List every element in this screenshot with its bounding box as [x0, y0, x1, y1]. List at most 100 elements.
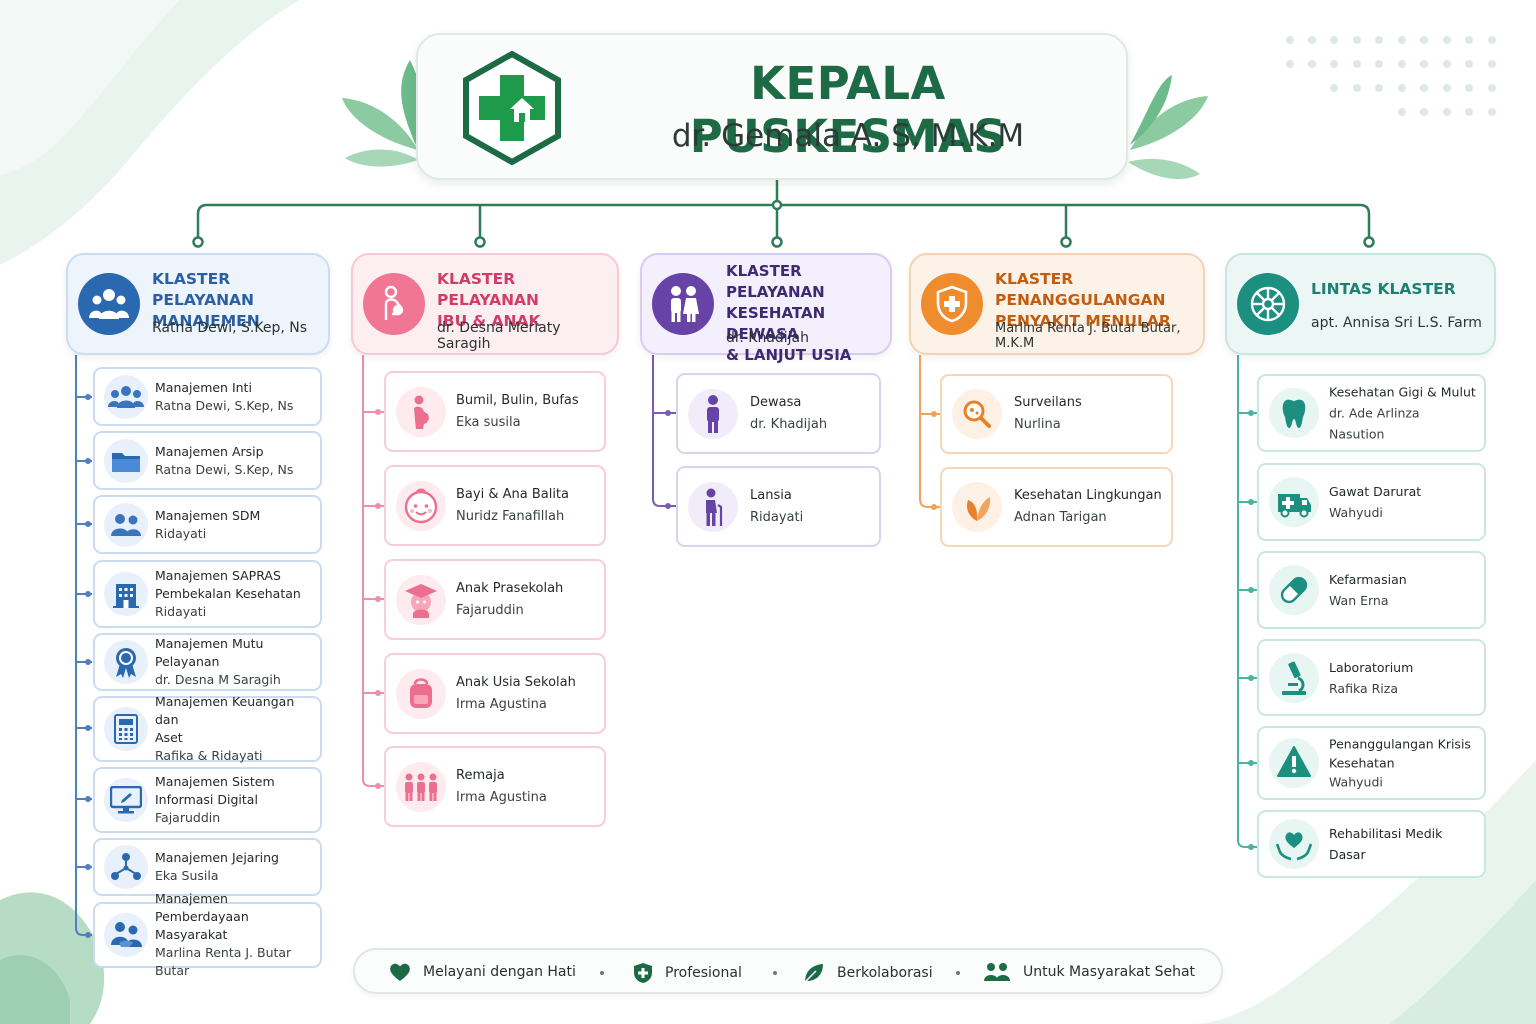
group-icon [104, 374, 148, 419]
community-icon [984, 963, 1010, 981]
cluster-ibu-anak[interactable]: KLASTER PELAYANAN IBU & ANAK dr. Desna M… [351, 253, 619, 355]
head-card: KEPALA PUSKESMAS dr. Gemala A. S, M.K.M [416, 33, 1128, 180]
wheel-icon [1237, 273, 1299, 335]
cluster-title: KLASTER PENANGGULANGAN PENYAKIT MENULAR [995, 270, 1171, 330]
item-title: Manajemen Pemberdayaan Masyarakat [155, 891, 249, 942]
cluster-person: Marlina Renta J. Butar Butar, M.K.M [995, 321, 1181, 351]
leaf-icon [951, 481, 1003, 533]
shield-cross-icon [921, 273, 983, 335]
item-person: Ridayati [155, 604, 207, 619]
heart-hands-icon [1268, 818, 1320, 870]
cluster-manajemen[interactable]: KLASTER PELAYANAN MANAJEMEN Ratna Dewi, … [66, 253, 330, 355]
item-person: Fajaruddin [456, 602, 524, 618]
network-icon [104, 845, 148, 889]
cluster-penyakit-menular[interactable]: KLASTER PENANGGULANGAN PENYAKIT MENULAR … [909, 253, 1205, 355]
item-rehabilitasi[interactable]: Rehabilitasi Medik Dasar [1257, 810, 1486, 878]
item-title: Surveilans [1014, 395, 1082, 410]
footer-value: Profesional [633, 962, 742, 984]
item-title: Rehabilitasi Medik Dasar [1329, 826, 1443, 862]
magnifier-icon [951, 388, 1003, 440]
teens-icon [395, 761, 447, 813]
cluster-lintas[interactable]: LINTAS KLASTER apt. Annisa Sri L.S. Farm [1225, 253, 1496, 355]
item-title: Manajemen Keuangan dan Aset [155, 694, 295, 745]
microscope-icon [1268, 652, 1320, 704]
item-title: Lansia [750, 487, 792, 503]
cluster-person: apt. Annisa Sri L.S. Farm [1311, 315, 1482, 331]
team-icon [78, 273, 140, 335]
item-title: Gawat Darurat [1329, 484, 1422, 499]
folder-icon [104, 438, 148, 483]
item-title: Anak Usia Sekolah [456, 674, 576, 690]
cluster-person: dr. Desna Meriaty Saragih [437, 320, 561, 352]
item-person: Marlina Renta J. Butar Butar [155, 945, 292, 978]
item-person: Ridayati [155, 525, 207, 541]
values-footer: Melayani dengan Hati Profesional Berkola… [353, 948, 1223, 994]
ambulance-icon [1268, 476, 1320, 528]
separator-dot [956, 971, 960, 975]
item-title: Remaja [456, 767, 505, 783]
tooth-icon [1268, 387, 1320, 439]
item-person: Rafika & Ridayati [155, 748, 263, 763]
award-icon [104, 640, 148, 684]
item-gigi-mulut[interactable]: Kesehatan Gigi & Mulut dr. Ade Arlinza Na… [1257, 374, 1486, 452]
shield-icon [634, 963, 652, 983]
item-title: Bumil, Bulin, Bufas [456, 392, 579, 408]
item-person: Ridayati [750, 509, 804, 525]
elderly-couple-icon [652, 273, 714, 335]
cluster-person: dr. Khadijah [726, 330, 810, 346]
pregnant-icon [395, 386, 447, 438]
item-person: dr. Ade Arlinza Nasution [1329, 405, 1420, 442]
monitor-icon [104, 778, 148, 822]
footer-value: Untuk Masyarakat Sehat [983, 962, 1195, 982]
item-title: Manajemen Inti [155, 379, 252, 395]
people-icon [104, 502, 148, 547]
item-person: Nuridz Fanafillah [456, 508, 565, 524]
cluster-title: KLASTER PELAYANAN MANAJEMEN [152, 270, 260, 330]
footer-label: Berkolaborasi [837, 965, 933, 981]
cluster-person: Ratna Dewi, S.Kep, Ns [152, 320, 308, 336]
item-person: Fajaruddin [155, 810, 221, 825]
item-dewasa[interactable]: Dewasa dr. Khadijah [676, 373, 881, 454]
item-manajemen-sdm[interactable]: Manajemen SDM Ridayati [93, 495, 322, 554]
head-name: dr. Gemala A. S, M.K.M [671, 118, 1025, 154]
warning-icon [1268, 737, 1320, 789]
adult-icon [687, 388, 739, 440]
item-title: Manajemen Mutu Pelayanan [155, 636, 264, 669]
item-title: Kesehatan Lingkungan [1014, 488, 1162, 503]
head-title: KEPALA PUSKESMAS [689, 57, 1007, 163]
item-person: Ratna Dewi, S.Kep, Ns [155, 397, 294, 413]
cluster-title: LINTAS KLASTER [1311, 280, 1456, 298]
item-person: dr. Khadijah [750, 416, 828, 432]
item-title: Kesehatan Gigi & Mulut [1329, 384, 1476, 400]
item-person: Eka susila [456, 414, 521, 430]
heart-icon [390, 963, 410, 981]
item-title: Penanggulangan Krisis Kesehatan [1329, 736, 1471, 771]
item-person: Wahyudi [1329, 505, 1383, 520]
cluster-dewasa-lansia[interactable]: KLASTER PELAYANAN KESEHATAN DEWASA & LAN… [640, 253, 892, 364]
item-title: Manajemen SDM [155, 507, 261, 523]
baby-icon [395, 480, 447, 532]
item-title: Manajemen Sistem Informasi Digital [155, 774, 275, 807]
item-title: Dewasa [750, 394, 802, 410]
